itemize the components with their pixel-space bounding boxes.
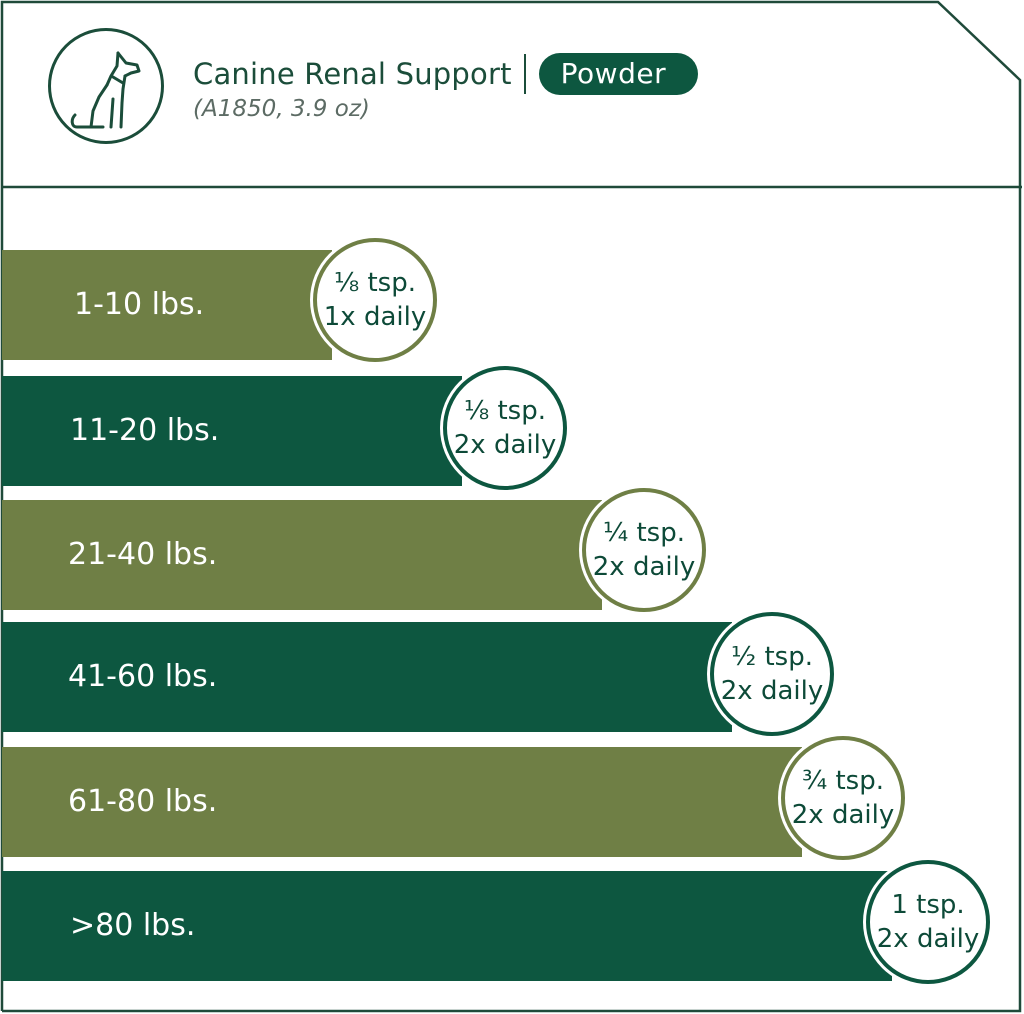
dose-amount: ⅛ tsp.	[464, 396, 546, 426]
dosage-row: 41-60 lbs. ½ tsp. 2x daily	[2, 612, 1002, 736]
dosage-row: 61-80 lbs. ¾ tsp. 2x daily	[2, 736, 1002, 860]
weight-range: 41-60 lbs.	[68, 659, 218, 694]
weight-bar: 11-20 lbs.	[2, 376, 462, 486]
weight-bar: 41-60 lbs.	[2, 622, 732, 732]
dosage-row: 1-10 lbs. ⅛ tsp. 1x daily	[2, 238, 1002, 362]
title-separator	[523, 54, 526, 94]
format-badge: Powder	[538, 53, 699, 95]
dose-frequency: 1x daily	[323, 302, 427, 332]
weight-bar: 1-10 lbs.	[2, 250, 332, 360]
dosage-row: 21-40 lbs. ¼ tsp. 2x daily	[2, 488, 1002, 612]
product-title: Canine Renal Support	[193, 57, 512, 91]
dose-badge: 1 tsp. 2x daily	[866, 860, 990, 984]
dose-badge: ⅛ tsp. 1x daily	[313, 238, 437, 362]
dose-frequency: 2x daily	[791, 800, 895, 830]
weight-range: >80 lbs.	[70, 908, 196, 943]
dose-badge: ½ tsp. 2x daily	[710, 612, 834, 736]
dose-badge: ¾ tsp. 2x daily	[781, 736, 905, 860]
title-line: Canine Renal Support Powder	[193, 52, 699, 96]
dosage-row: >80 lbs. 1 tsp. 2x daily	[2, 860, 1002, 984]
weight-range: 1-10 lbs.	[74, 287, 205, 322]
dose-frequency: 2x daily	[592, 552, 696, 582]
dose-frequency: 2x daily	[876, 924, 980, 954]
weight-bar: 61-80 lbs.	[2, 747, 802, 857]
weight-range: 61-80 lbs.	[68, 784, 218, 819]
weight-bar: 21-40 lbs.	[2, 500, 602, 610]
dose-amount: ¼ tsp.	[603, 518, 685, 548]
weight-bar: >80 lbs.	[2, 871, 892, 981]
weight-range: 21-40 lbs.	[68, 537, 218, 572]
dose-badge: ⅛ tsp. 2x daily	[443, 366, 567, 490]
dose-amount: 1 tsp.	[891, 890, 965, 920]
dose-frequency: 2x daily	[720, 676, 824, 706]
weight-range: 11-20 lbs.	[70, 413, 220, 448]
dose-amount: ¾ tsp.	[802, 766, 884, 796]
dose-amount: ½ tsp.	[731, 642, 813, 672]
dose-frequency: 2x daily	[453, 430, 557, 460]
sitting-dog-icon	[48, 28, 164, 144]
dose-amount: ⅛ tsp.	[334, 268, 416, 298]
header: Canine Renal Support Powder (A1850, 3.9 …	[0, 0, 1024, 188]
dose-badge: ¼ tsp. 2x daily	[582, 488, 706, 612]
dosage-row: 11-20 lbs. ⅛ tsp. 2x daily	[2, 366, 1002, 490]
product-code-size: (A1850, 3.9 oz)	[193, 96, 370, 122]
